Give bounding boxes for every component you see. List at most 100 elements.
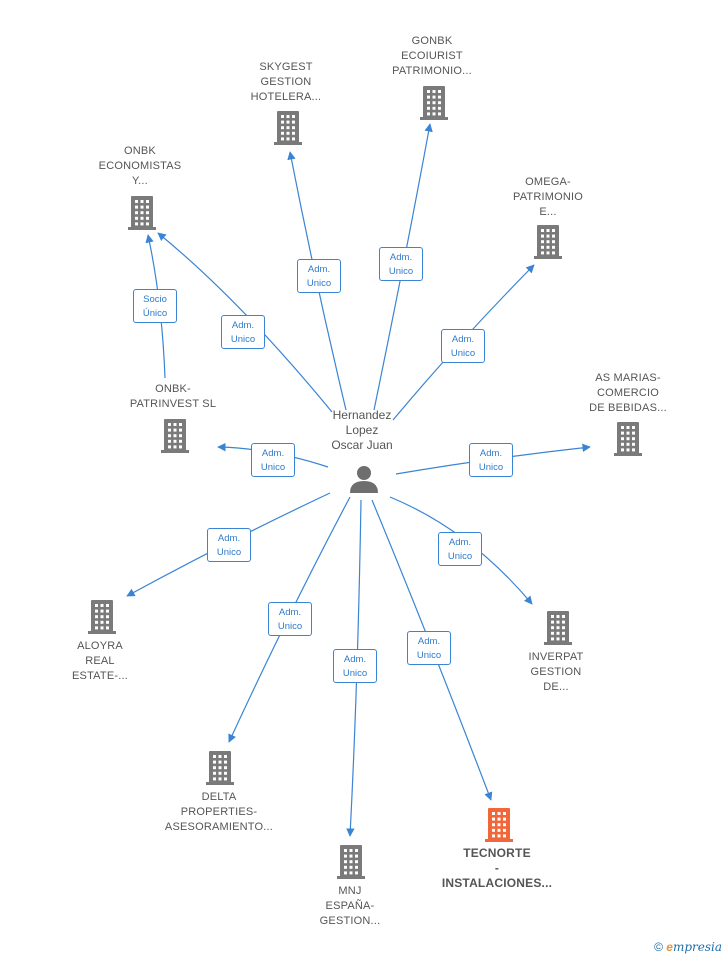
company-label-mnj[interactable]: MNJ ESPAÑA- GESTION... <box>285 884 415 929</box>
building-windows <box>541 229 555 255</box>
company-label-line: GESTION <box>260 76 312 88</box>
company-label-line: SKYGEST <box>259 61 313 73</box>
building-windows <box>492 812 506 838</box>
company-label-line: ECOIURIST <box>401 50 463 62</box>
relation-badge-line: Unico <box>450 348 476 359</box>
relation-badge-line: Unico <box>478 462 504 473</box>
building-windows <box>95 604 109 630</box>
relation-badge-line: Adm. <box>451 334 475 345</box>
nodes-layer <box>88 86 642 879</box>
relation-badge-gonbk[interactable]: Adm. Unico <box>379 247 423 281</box>
relation-badge-onbk-economistas[interactable]: Adm.Unico <box>221 315 265 349</box>
relation-badge-line: Adm. <box>417 636 441 647</box>
relation-badge-line: Unico <box>306 278 332 289</box>
company-label-line: HOTELERA... <box>250 91 322 103</box>
relation-badge-line: Unico <box>416 650 442 661</box>
company-label-inverpat[interactable]: INVERPAT GESTION DE... <box>491 650 621 695</box>
company-label-as-marias[interactable]: AS MARIAS- COMERCIO DE BEBIDAS... <box>563 371 693 416</box>
relation-badge-line: Adm. <box>278 607 302 618</box>
company-label-line: Y... <box>132 175 148 187</box>
brand-initial: e <box>666 940 673 954</box>
edges-layer <box>126 123 591 837</box>
company-label-line: ESPAÑA- <box>325 900 375 912</box>
relation-badge-line: Adm. <box>307 264 331 275</box>
company-label-line: GONBK <box>411 35 453 47</box>
relation-badge-omega[interactable]: Adm. Unico <box>441 329 485 363</box>
company-label-line: PATRIMONIO <box>512 191 584 203</box>
company-label-line: REAL <box>85 655 115 667</box>
relation-badge-aloyra[interactable]: Adm. Unico <box>207 528 251 562</box>
person-name-line: Lopez <box>345 423 379 437</box>
company-label-line: DE BEBIDAS... <box>589 402 667 414</box>
footer-brand[interactable]: © empresia <box>654 940 722 956</box>
company-label-line: ASESORAMIENTO... <box>164 821 274 833</box>
company-label-line: COMERCIO <box>596 387 660 399</box>
company-label-omega[interactable]: OMEGA- PATRIMONIO E... <box>483 175 613 220</box>
building-windows <box>213 755 227 781</box>
company-label-gonbk[interactable]: GONBK ECOIURIST PATRIMONIO... <box>367 34 497 79</box>
relation-badge-line: Adm. <box>343 654 367 665</box>
person-name-line: Oscar Juan <box>331 438 393 452</box>
relation-badge-line: Socio <box>143 294 167 305</box>
copyright-icon: © <box>654 940 663 954</box>
relation-badge-line: Adm. <box>389 252 413 263</box>
relation-badge-line: Único <box>142 308 168 319</box>
relation-badge-inverpat[interactable]: Adm. Unico <box>438 532 482 566</box>
relation-badge-as-marias[interactable]: Adm. Unico <box>469 443 513 477</box>
company-label-line: ESTATE-... <box>72 670 128 682</box>
building-windows <box>427 90 441 116</box>
relation-badge-tecnorte[interactable]: Adm. Unico <box>407 631 451 665</box>
company-label-line: OMEGA- <box>525 176 571 188</box>
person-icon[interactable] <box>350 466 378 493</box>
building-windows <box>135 200 149 226</box>
relation-badge-onbk-patrinvest[interactable]: Adm. Unico <box>251 443 295 477</box>
relation-badge-delta[interactable]: Adm. Unico <box>268 602 312 636</box>
relation-badge-line: Unico <box>388 266 414 277</box>
company-label-line: ALOYRA <box>77 640 123 652</box>
building-windows <box>551 615 565 641</box>
relation-badge-line: Unico <box>260 462 286 473</box>
company-label-onbk-economistas[interactable]: ONBK ECONOMISTAS Y... <box>75 144 205 189</box>
company-label-line: PATRINVEST SL <box>129 398 217 410</box>
brand-name: mpresia <box>672 940 722 954</box>
company-label-onbk-patrinvest[interactable]: ONBK- PATRINVEST SL <box>108 382 238 412</box>
company-label-line: E... <box>539 206 557 218</box>
company-label-line: AS MARIAS- <box>595 372 661 384</box>
company-label-skygest[interactable]: SKYGEST GESTION HOTELERA... <box>221 60 351 105</box>
company-label-delta[interactable]: DELTA PROPERTIES- ASESORAMIENTO... <box>154 790 284 835</box>
company-label-line: PROPERTIES- <box>180 806 258 818</box>
relation-badge-line: Unico <box>230 334 256 345</box>
company-label-line: INSTALACIONES... <box>441 876 553 890</box>
company-label-line: ONBK <box>124 145 156 157</box>
company-label-line: MNJ <box>338 885 362 897</box>
relation-badge-line: Adm. <box>261 448 285 459</box>
relation-badge-line: Adm. <box>217 533 241 544</box>
building-windows <box>621 426 635 452</box>
company-label-line: ECONOMISTAS <box>98 160 182 172</box>
relation-badge-mnj[interactable]: Adm.Unico <box>333 649 377 683</box>
relation-badge-line: Unico <box>447 551 473 562</box>
edge-center-to-onbk-economistas <box>157 232 333 413</box>
relation-badge-line: Adm. <box>448 537 472 548</box>
company-label-line: PATRIMONIO... <box>392 65 472 77</box>
building-windows <box>168 423 182 449</box>
relation-badge-line: Adm. <box>479 448 503 459</box>
company-label-line: - <box>494 861 500 875</box>
building-windows <box>281 115 295 141</box>
company-label-line: DELTA <box>201 791 237 803</box>
relation-badge-line: Unico <box>277 621 303 632</box>
company-label-tecnorte[interactable]: TECNORTE-INSTALACIONES... <box>432 846 562 891</box>
relation-badge-line: Unico <box>216 547 242 558</box>
company-label-line: DE... <box>543 681 569 693</box>
company-label-aloyra[interactable]: ALOYRA REAL ESTATE-... <box>35 639 165 684</box>
building-windows <box>344 849 358 875</box>
company-label-line: GESTION... <box>319 915 381 927</box>
person-name-line: Hernandez <box>332 408 392 422</box>
company-label-line: GESTION <box>530 666 582 678</box>
company-label-line: INVERPAT <box>528 651 584 663</box>
relation-badge-skygest[interactable]: Adm. Unico <box>297 259 341 293</box>
company-label-line: TECNORTE <box>463 846 531 860</box>
company-label-line: ONBK- <box>155 383 191 395</box>
